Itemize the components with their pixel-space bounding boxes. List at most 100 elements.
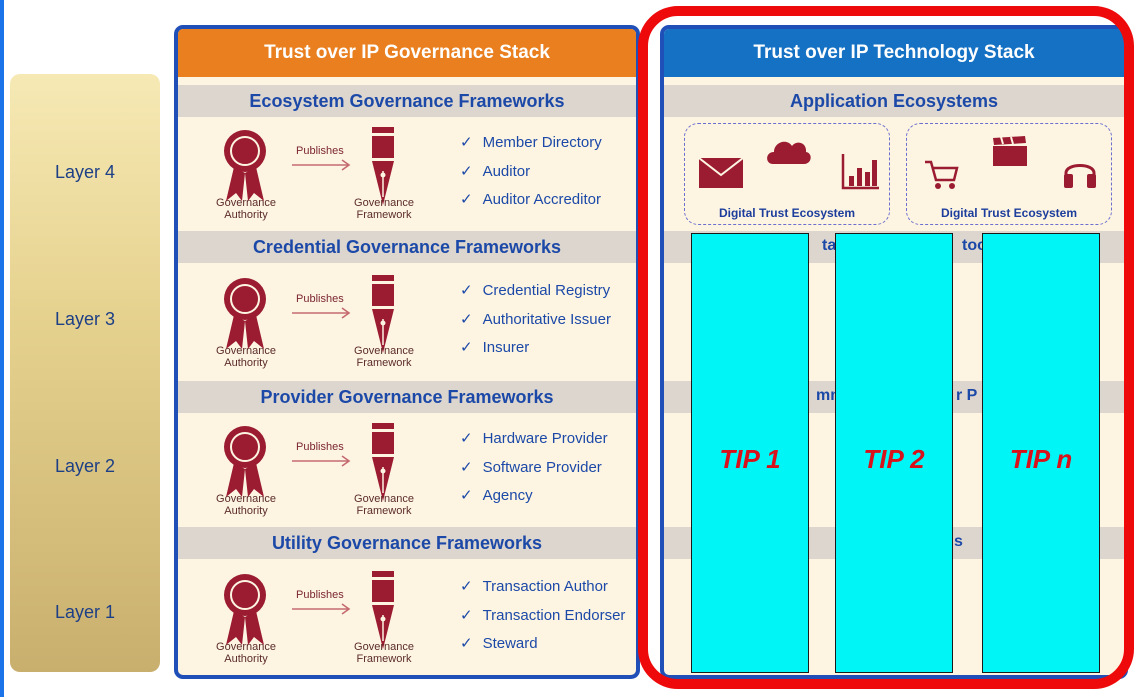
check-item: ✓ Insurer — [460, 334, 611, 363]
governance-authority-caption: Governance Authority — [206, 345, 286, 369]
ribbon-seal-icon — [224, 426, 266, 497]
layer-1-label: Layer 1 — [54, 602, 116, 622]
caption-line: Governance — [216, 493, 276, 505]
publishes-arrow-icon — [292, 603, 351, 615]
check-mark-icon: ✓ — [460, 578, 473, 595]
role-check-list: ✓ Hardware Provider ✓ Software Provider ✓ A… — [460, 425, 608, 511]
publishes-arrow-icon — [292, 307, 351, 319]
governance-stack-title: Trust over IP Governance Stack — [178, 29, 636, 77]
ribbon-seal-icon — [224, 574, 266, 645]
governance-authority-caption: Governance Authority — [206, 641, 286, 665]
ecosystem-caption: Digital Trust Ecosystem — [718, 206, 856, 220]
layer-4-label: Layer 4 — [54, 162, 116, 182]
tip-2-label: TIP 2 — [863, 444, 925, 474]
governance-framework-caption: Governance Framework — [344, 197, 424, 221]
role-check-list: ✓Credential Registry ✓ Authoritative Issu… — [460, 277, 611, 363]
check-mark-icon: ✓ — [460, 191, 473, 208]
governance-row: Publishes Governance Authority Governanc… — [178, 569, 636, 675]
check-item-label: Transaction Author — [482, 578, 608, 595]
caption-line: Framework — [356, 209, 412, 221]
governance-framework-caption: Governance Framework — [344, 345, 424, 369]
headphones-icon — [1064, 164, 1096, 188]
caption-line: Framework — [356, 653, 412, 665]
governance-row: Publishes Governance Authority Governanc… — [178, 273, 636, 385]
check-item-label: Agency — [482, 487, 533, 504]
digital-trust-ecosystem-box: Digital Trust Ecosystem — [684, 123, 890, 225]
left-edge-bar — [0, 0, 4, 697]
caption-line: Governance — [216, 197, 276, 209]
caption-line: Framework — [356, 357, 412, 369]
check-item-label: Hardware Provider — [482, 430, 608, 447]
fountain-pen-icon — [372, 423, 394, 501]
caption-line: Authority — [224, 653, 268, 665]
governance-stack-panel: Trust over IP Governance Stack Ecosystem… — [174, 25, 640, 679]
check-item: ✓Auditor — [460, 158, 602, 187]
check-item: ✓ Software Provider — [460, 454, 608, 483]
check-mark-icon: ✓ — [460, 458, 473, 476]
check-item: ✓ Hardware Provider — [460, 425, 608, 454]
role-check-list: ✓ Member Directory ✓Auditor ✓ Auditor Accr… — [460, 129, 602, 215]
technology-stack-title: Trust over IP Technology Stack — [664, 29, 1124, 77]
caption-line: Governance — [354, 641, 414, 653]
caption-line: Governance — [354, 345, 414, 357]
check-item: ✓Credential Registry — [460, 277, 611, 306]
cloud-icon — [767, 141, 811, 164]
clapperboard-icon — [993, 136, 1027, 166]
check-mark-icon: ✓ — [460, 162, 473, 180]
bar-chart-icon — [841, 154, 879, 190]
check-item: ✓ Transaction Endorser — [460, 602, 625, 631]
check-item: ✓ Steward — [460, 630, 625, 659]
partial-band-text: r P — [956, 387, 978, 404]
check-mark-icon: ✓ — [460, 635, 473, 652]
ribbon-seal-icon — [224, 278, 266, 349]
check-item-label: Transaction Endorser — [482, 606, 626, 624]
digital-trust-ecosystem-box: Digital Trust Ecosystem — [906, 123, 1112, 225]
check-mark-icon: ✓ — [460, 134, 473, 151]
check-item-label: Software Provider — [482, 458, 602, 476]
caption-line: Governance — [354, 493, 414, 505]
tip-n-bar: TIP n — [982, 233, 1100, 673]
credential-governance-band: Credential Governance Frameworks — [178, 231, 636, 263]
publishes-label: Publishes — [296, 589, 344, 601]
fountain-pen-icon — [372, 127, 394, 205]
caption-line: Authority — [224, 357, 268, 369]
partial-band-text: s — [954, 533, 963, 550]
layer-3-label: Layer 3 — [54, 309, 116, 329]
caption-line: Authority — [224, 209, 268, 221]
caption-line: Governance — [354, 197, 414, 209]
caption-line: Governance — [216, 641, 276, 653]
governance-row: Publishes Governance Authority Governanc… — [178, 421, 636, 533]
publishes-label: Publishes — [296, 293, 344, 305]
publishes-arrow-icon — [292, 455, 351, 467]
check-mark-icon: ✓ — [460, 310, 473, 328]
utility-governance-band: Utility Governance Frameworks — [178, 527, 636, 559]
application-ecosystems-band: Application Ecosystems — [664, 85, 1124, 117]
caption-line: Framework — [356, 505, 412, 517]
fountain-pen-icon — [372, 571, 394, 649]
check-item: ✓ Agency — [460, 482, 608, 511]
tip-2-bar: TIP 2 — [835, 233, 953, 673]
check-mark-icon: ✓ — [460, 339, 473, 356]
check-mark-icon: ✓ — [460, 606, 473, 624]
check-mark-icon: ✓ — [460, 430, 473, 447]
partial-band-text: toc — [962, 237, 986, 254]
caption-line: Authority — [224, 505, 268, 517]
ecosystem-caption: Digital Trust Ecosystem — [940, 206, 1078, 220]
caption-line: Governance — [216, 345, 276, 357]
shopping-cart-icon — [925, 160, 959, 189]
publishes-label: Publishes — [296, 145, 344, 157]
check-item: ✓ Member Directory — [460, 129, 602, 158]
governance-authority-caption: Governance Authority — [206, 493, 286, 517]
check-item-label: Insurer — [482, 339, 530, 356]
tip-1-bar: TIP 1 — [691, 233, 809, 673]
check-item-label: Auditor Accreditor — [482, 191, 601, 208]
layer-column: Layer 4 Layer 3 Layer 2 Layer 1 — [10, 74, 160, 672]
tip-n-label: TIP n — [1009, 444, 1073, 474]
check-item-label: Steward — [482, 635, 538, 652]
envelope-icon — [699, 158, 743, 188]
check-item-label: Member Directory — [482, 134, 602, 151]
check-mark-icon: ✓ — [460, 487, 473, 504]
governance-framework-caption: Governance Framework — [344, 493, 424, 517]
check-item: ✓ Transaction Author — [460, 573, 625, 602]
check-item-label: Authoritative Issuer — [482, 310, 611, 328]
